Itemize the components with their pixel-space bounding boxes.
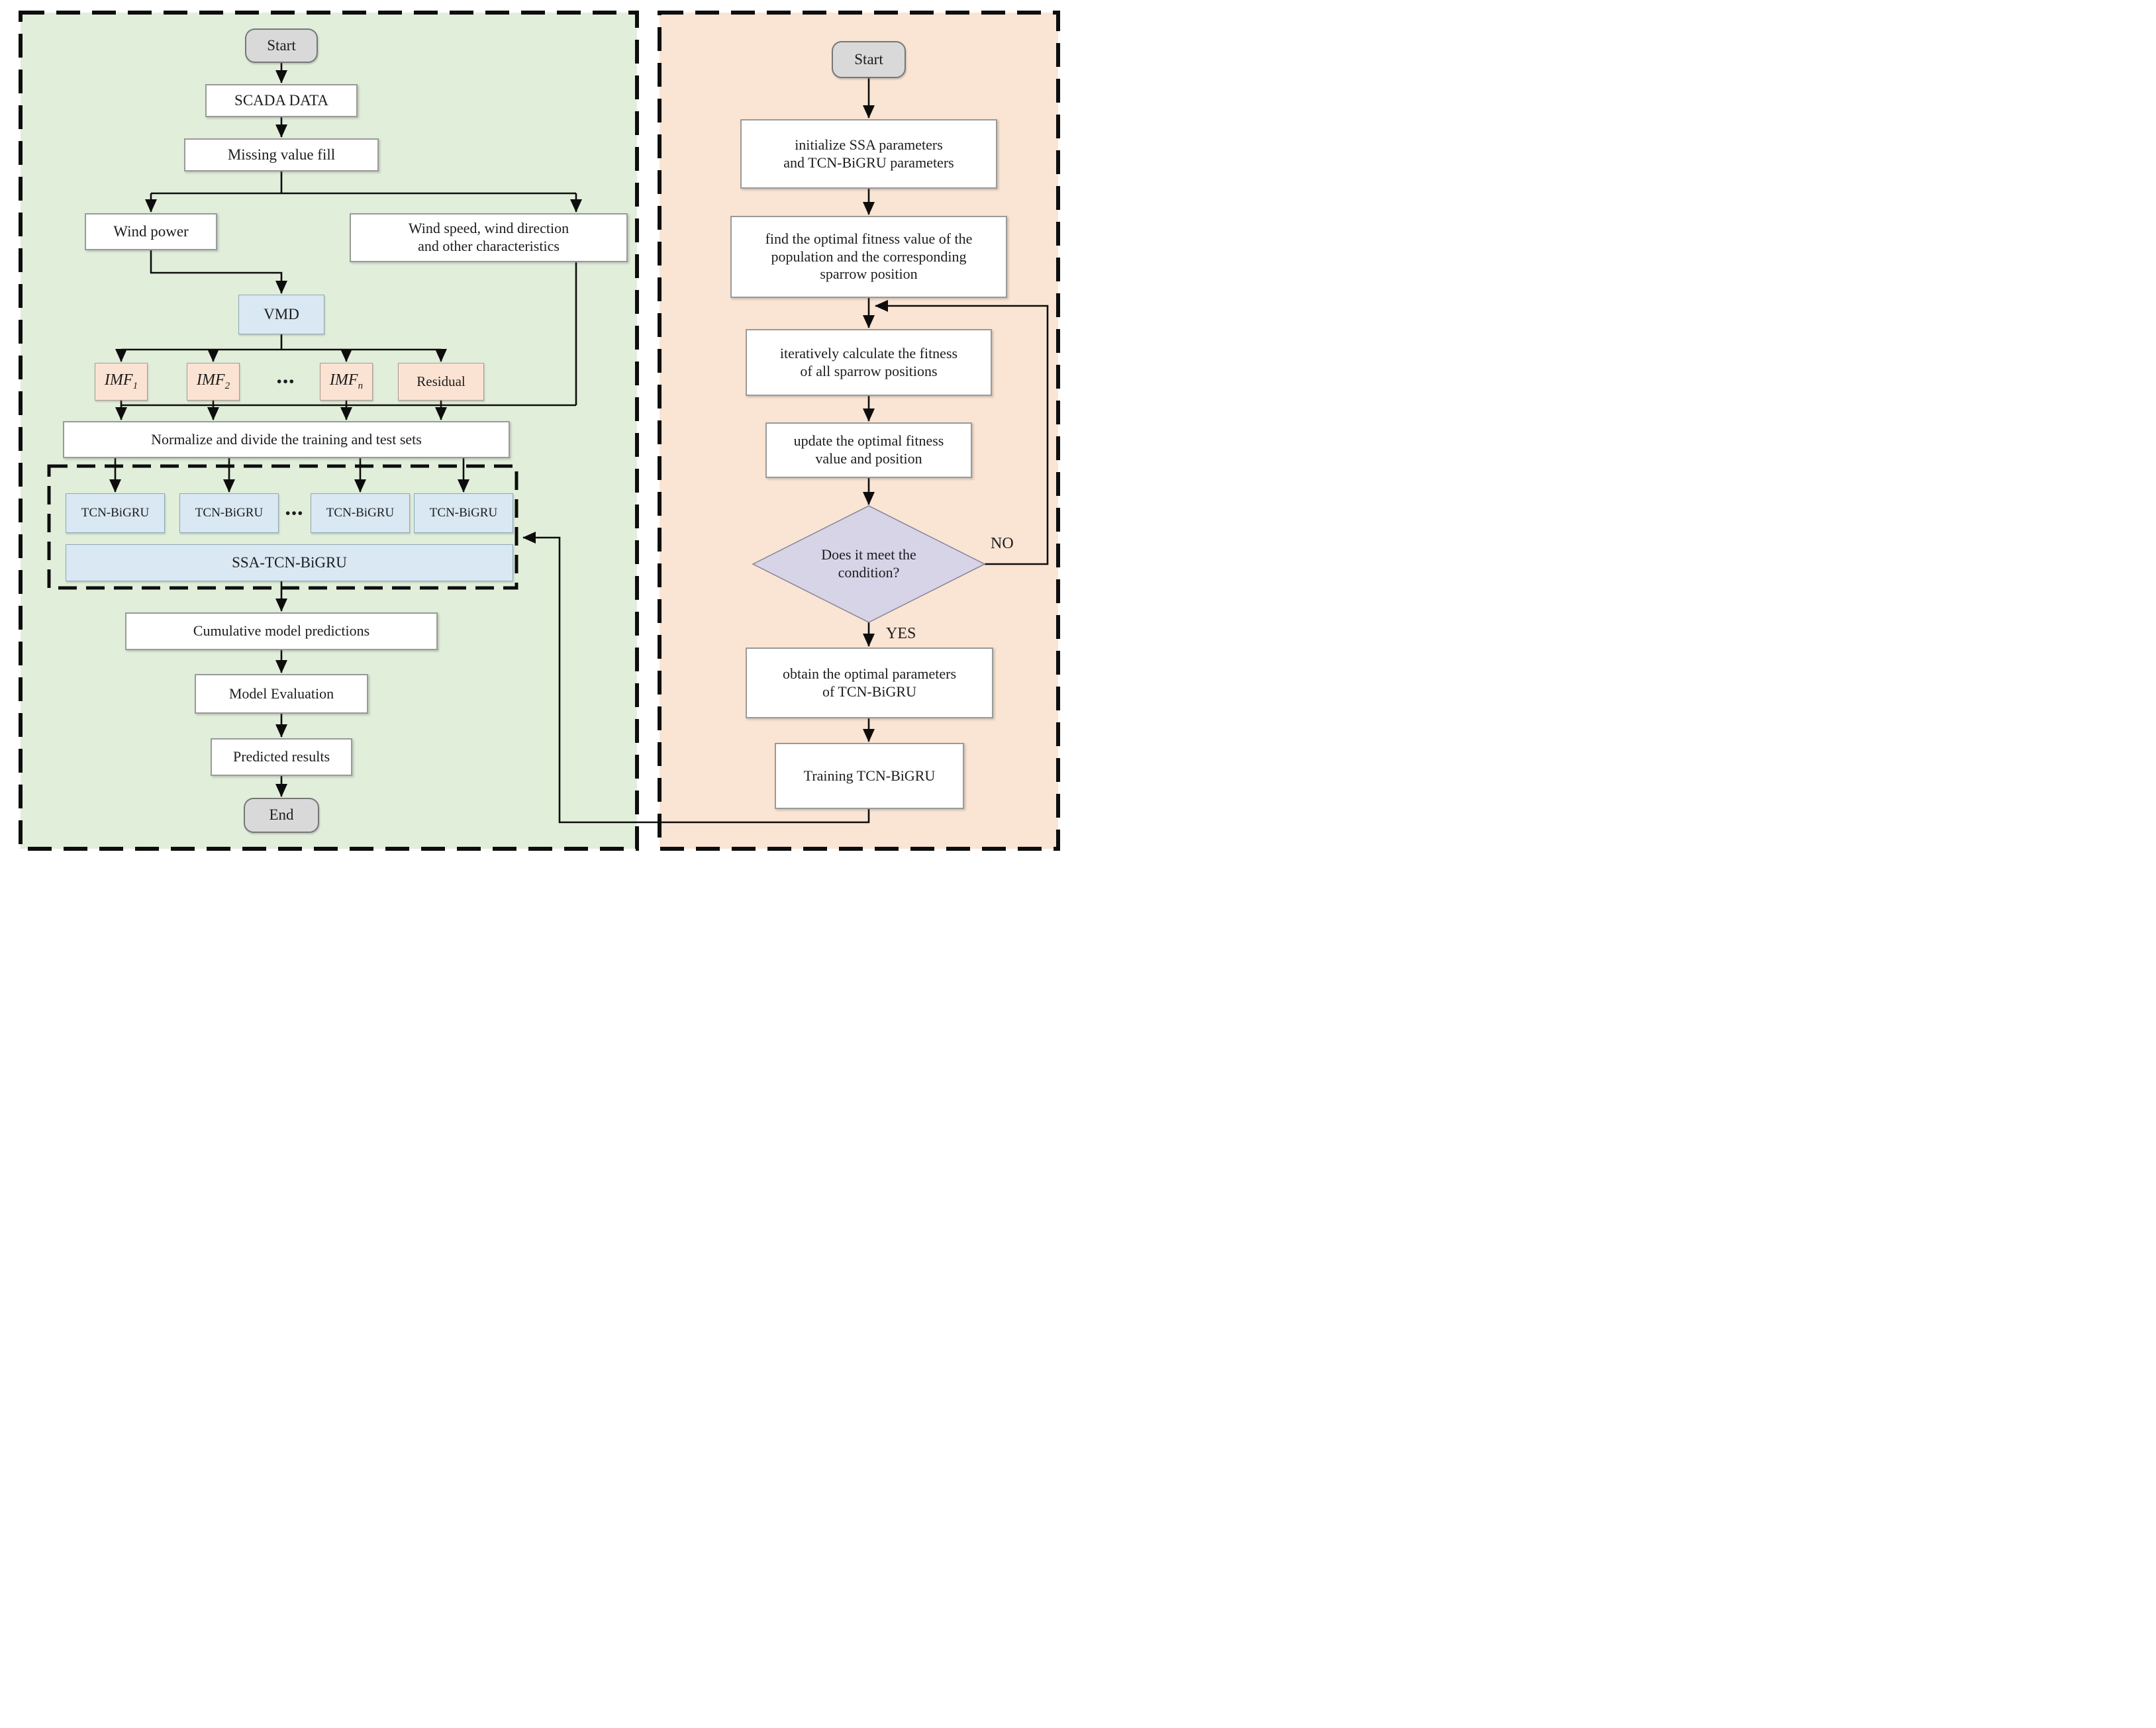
tcn-bigru-box-4: TCN-BiGRU — [414, 493, 513, 533]
yes-branch-label: YES — [886, 625, 916, 642]
initialize-parameters-box: initialize SSA parameters and TCN-BiGRU … — [740, 119, 997, 189]
tcn-bigru-box-2: TCN-BiGRU — [179, 493, 279, 533]
training-tcn-bigru-box: Training TCN-BiGRU — [775, 743, 964, 809]
update-line2: value and position — [815, 450, 922, 467]
model-evaluation-label: Model Evaluation — [228, 685, 334, 702]
wind-power-label: Wind power — [113, 222, 189, 240]
find-optimal-fitness-box: find the optimal fitness value of the po… — [730, 216, 1007, 298]
cumulative-predictions-label: Cumulative model predictions — [193, 622, 370, 640]
scada-data-label: SCADA DATA — [234, 91, 328, 109]
update-fitness-box: update the optimal fitness value and pos… — [765, 422, 972, 478]
model-evaluation-box: Model Evaluation — [195, 674, 368, 714]
wind-speed-box: Wind speed, wind direction and other cha… — [350, 213, 628, 262]
tcn-bigru-box-1: TCN-BiGRU — [66, 493, 165, 533]
left-end-label: End — [269, 806, 294, 824]
find-line1: find the optimal fitness value of the — [765, 230, 973, 247]
decision-diamond: Does it meet the condition? — [769, 534, 968, 595]
wind-power-box: Wind power — [85, 213, 217, 250]
left-end-terminal: End — [244, 798, 319, 833]
tcn-bigru-label-4: TCN-BiGRU — [429, 506, 498, 520]
wind-speed-line2: and other characteristics — [418, 238, 560, 254]
tcn-bigru-box-3: TCN-BiGRU — [311, 493, 410, 533]
cumulative-predictions-box: Cumulative model predictions — [125, 612, 438, 650]
connector-windpower-vmd — [150, 250, 287, 294]
wind-speed-line1: Wind speed, wind direction — [408, 220, 569, 237]
missing-value-fill-box: Missing value fill — [184, 138, 379, 171]
imfn-box: IMFn — [320, 363, 373, 401]
update-line1: update the optimal fitness — [793, 432, 944, 450]
ssa-tcn-bigru-label: SSA-TCN-BiGRU — [232, 553, 347, 571]
find-line2: population and the corresponding — [771, 248, 967, 265]
training-label: Training TCN-BiGRU — [803, 767, 936, 784]
imfn-label: IMFn — [329, 371, 364, 392]
decision-line2: condition? — [838, 564, 900, 581]
find-line3: sparrow position — [820, 265, 918, 283]
ssa-tcn-bigru-box: SSA-TCN-BiGRU — [66, 544, 513, 581]
flowchart-canvas: Start SCADA DATA Missing value fill Wind… — [0, 0, 1078, 864]
scada-data-box: SCADA DATA — [205, 84, 358, 117]
residual-label: Residual — [416, 373, 466, 389]
obtain-line1: obtain the optimal parameters — [782, 665, 957, 682]
normalize-label: Normalize and divide the training and te… — [151, 430, 422, 448]
vmd-label: VMD — [264, 305, 299, 322]
predicted-results-label: Predicted results — [232, 748, 330, 765]
no-branch-label: NO — [991, 535, 1014, 552]
iteratively-calculate-box: iteratively calculate the fitness of all… — [746, 329, 992, 396]
initialize-line1: initialize SSA parameters — [795, 136, 943, 153]
right-start-terminal: Start — [832, 41, 906, 78]
right-start-label: Start — [854, 50, 883, 68]
tcn-bigru-label-1: TCN-BiGRU — [81, 506, 150, 520]
initialize-line2: and TCN-BiGRU parameters — [783, 154, 954, 171]
imf1-label: IMF1 — [104, 371, 138, 392]
residual-box: Residual — [398, 363, 484, 401]
tcn-bigru-label-2: TCN-BiGRU — [195, 506, 264, 520]
obtain-line2: of TCN-BiGRU — [822, 683, 916, 700]
tcn-bigru-label-3: TCN-BiGRU — [326, 506, 395, 520]
left-start-terminal: Start — [245, 28, 318, 63]
left-start-label: Start — [267, 36, 296, 54]
missing-value-fill-label: Missing value fill — [227, 146, 336, 163]
imf1-box: IMF1 — [95, 363, 148, 401]
decision-line1: Does it meet the — [821, 546, 916, 563]
iterate-line2: of all sparrow positions — [800, 362, 938, 379]
imf2-label: IMF2 — [196, 371, 230, 392]
tcn-ellipsis: ••• — [285, 504, 305, 521]
normalize-box: Normalize and divide the training and te… — [63, 421, 510, 458]
imf-ellipsis: ••• — [276, 373, 296, 389]
imf2-box: IMF2 — [187, 363, 240, 401]
obtain-parameters-box: obtain the optimal parameters of TCN-BiG… — [746, 648, 993, 718]
vmd-box: VMD — [238, 295, 324, 334]
iterate-line1: iteratively calculate the fitness — [779, 344, 958, 361]
predicted-results-box: Predicted results — [211, 738, 352, 776]
